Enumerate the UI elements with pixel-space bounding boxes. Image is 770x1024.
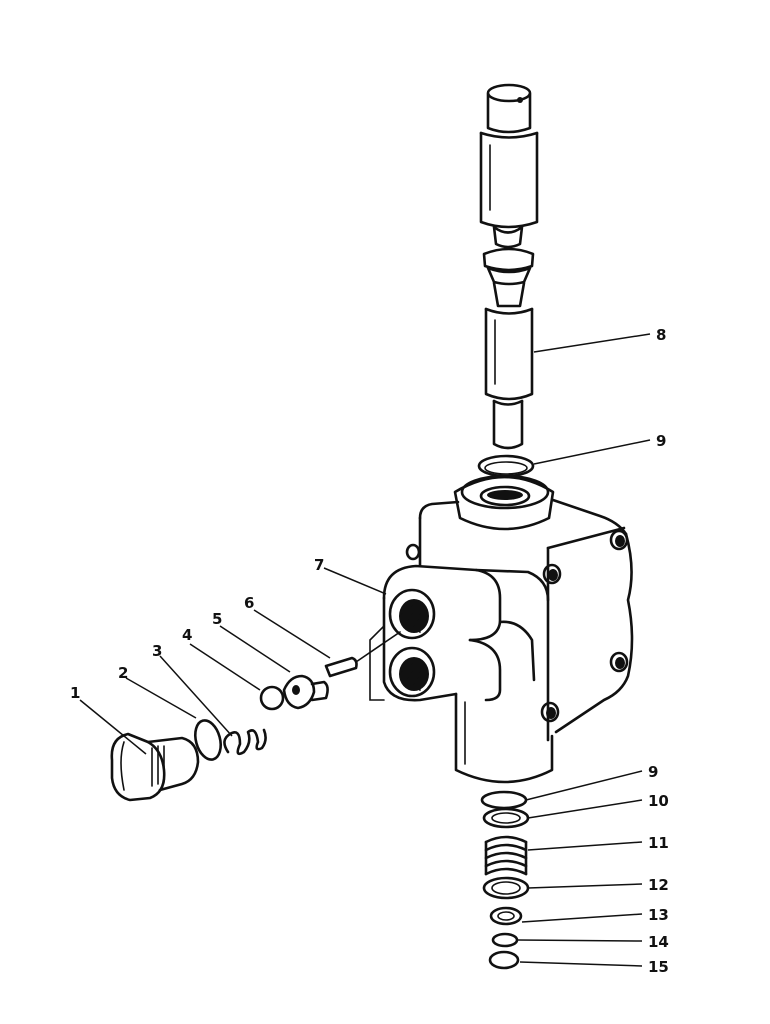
valve-spool: [479, 83, 539, 450]
callout-13: 13: [648, 906, 669, 924]
ring-14: [491, 932, 519, 948]
callout-4: 4: [182, 626, 192, 644]
callout-15: 15: [648, 958, 669, 976]
o-ring-2: [194, 719, 222, 761]
retainer-12: [482, 876, 530, 900]
valve-body: [369, 474, 634, 784]
callout-2: 2: [118, 664, 128, 682]
ball-4: [259, 685, 285, 711]
callout-9-upper: 9: [656, 432, 666, 450]
washer-13: [489, 906, 523, 926]
callout-10: 10: [648, 792, 669, 810]
upper-port: [388, 588, 436, 640]
callout-12: 12: [648, 876, 669, 894]
spring-11: [484, 835, 528, 876]
callout-1: 1: [70, 684, 80, 702]
o-ring-upper: [477, 454, 535, 478]
o-ring-lower: [480, 790, 528, 810]
cap-15: [488, 950, 520, 970]
callout-14: 14: [648, 933, 669, 951]
callout-8: 8: [656, 326, 666, 344]
callout-3: 3: [152, 642, 162, 660]
callout-11: 11: [648, 834, 669, 852]
leader-lines: [79, 333, 651, 967]
plug: [110, 732, 200, 802]
callout-7: 7: [314, 556, 324, 574]
poppet-5: [282, 674, 329, 710]
washer-10: [482, 807, 530, 829]
spring-3: [223, 728, 267, 756]
callout-5: 5: [212, 610, 222, 628]
lower-port: [388, 646, 436, 698]
callout-9-lower: 9: [648, 763, 658, 781]
callout-6: 6: [244, 594, 254, 612]
callout-labels: 1 2 3 4 5 6 7 8 9 9 10 11 12 13 14 15: [70, 326, 669, 976]
pin-6: [324, 631, 401, 678]
